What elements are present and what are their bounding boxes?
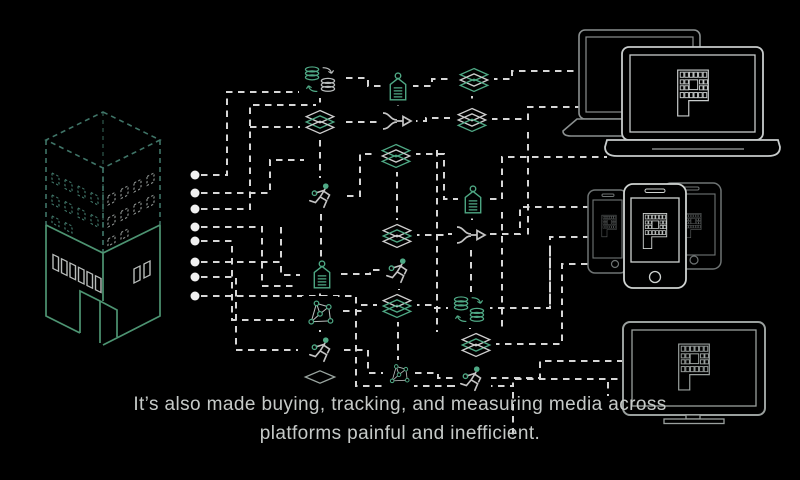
connection-dot [190, 257, 200, 267]
diamond-icon-bg [300, 367, 340, 387]
phone-left [587, 189, 628, 274]
maze-device-feeds [450, 70, 622, 387]
connection-dot [190, 222, 200, 232]
connection-dot [190, 272, 200, 282]
runner-icon-bg [304, 178, 340, 214]
icons-layer [299, 62, 496, 397]
front-laptop [604, 46, 781, 157]
caption-line-2: platforms painful and inefficient. [259, 423, 541, 444]
connection-dot [190, 188, 200, 198]
maze-dot-lines [201, 91, 450, 387]
connection-dot [190, 170, 200, 180]
runner-icon-bg [381, 253, 417, 289]
runner-icon-bg [455, 361, 491, 397]
connection-dots [190, 170, 200, 301]
maze-inter-column [341, 77, 458, 379]
connection-dot [190, 236, 200, 246]
building-upper-wireframe [44, 111, 162, 253]
tv-stand-base [663, 418, 725, 425]
connection-dot [190, 291, 200, 301]
runner-icon-bg [304, 332, 340, 368]
building-illustration [44, 111, 162, 346]
phone-center [623, 183, 687, 289]
laptops-group [562, 29, 781, 157]
caption: It’s also made buying, tracking, and mea… [0, 390, 800, 448]
phones-group [587, 182, 722, 289]
building-windows-right [107, 172, 155, 285]
dashed-connection-lines [201, 70, 622, 438]
building-lower-outline [45, 224, 161, 346]
caption-line-1: It’s also made buying, tracking, and mea… [133, 394, 667, 415]
tv-group [622, 321, 766, 425]
connection-dot [190, 204, 200, 214]
building-windows-left [51, 172, 102, 294]
